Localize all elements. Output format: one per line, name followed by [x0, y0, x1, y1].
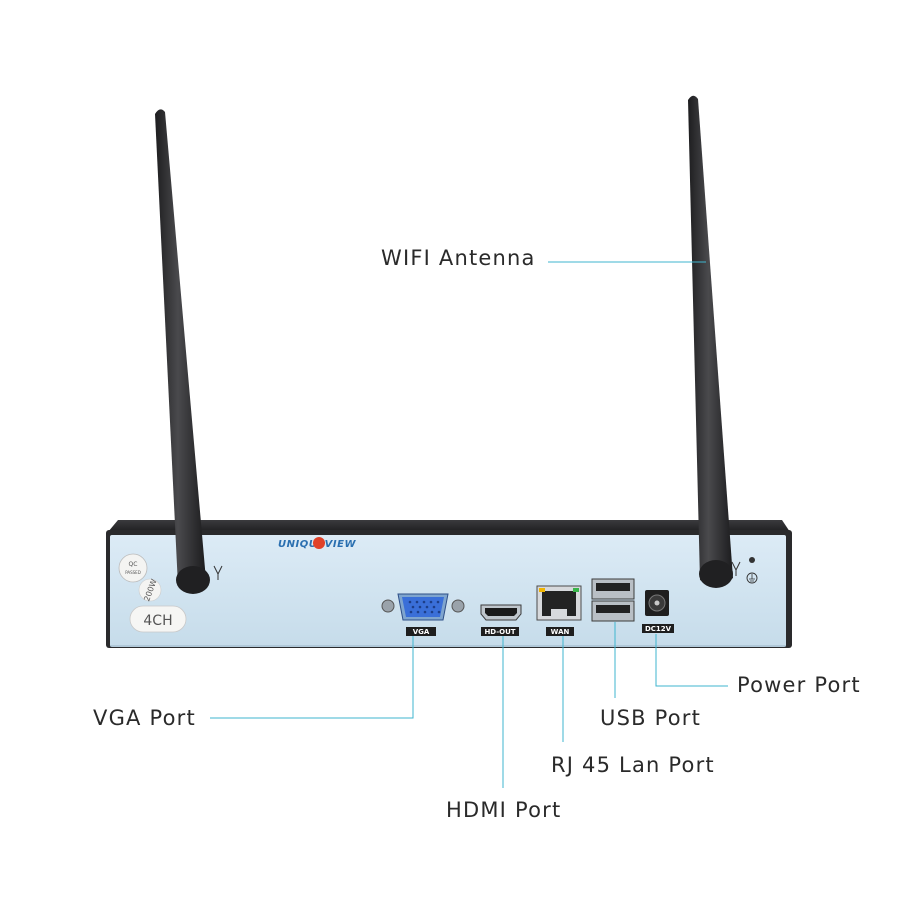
wan-port-label: WAN: [551, 628, 570, 636]
usb-ports: [591, 578, 635, 622]
power-port: DC12V: [642, 590, 674, 633]
brand-logo: UNIQUEVIEW: [278, 537, 356, 550]
antenna-symbol-right-icon: [731, 561, 741, 576]
rj45-port-callout: RJ 45 Lan Port: [551, 753, 715, 777]
wattage-sticker: 200W: [138, 578, 162, 603]
vga-port: VGA: [381, 593, 465, 636]
qc-sticker: QC PASSED: [118, 553, 148, 583]
vga-port-callout: VGA Port: [93, 706, 196, 730]
vga-leader-line: [210, 636, 414, 719]
hdmi-port: HD-OUT: [480, 604, 522, 636]
wifi-antenna-callout: WIFI Antenna: [381, 246, 536, 270]
hdmi-port-callout: HDMI Port: [446, 798, 562, 822]
rj45-port: WAN: [536, 585, 582, 636]
usb-port-callout: USB Port: [600, 706, 702, 730]
antenna-symbol-left-icon: [213, 565, 223, 580]
qc-label: QC: [129, 561, 138, 568]
chassis-top: [108, 520, 790, 532]
antenna-right: [688, 95, 733, 588]
qc-passed-label: PASSED: [125, 570, 141, 575]
power-port-callout: Power Port: [737, 673, 861, 697]
leader-lines: [210, 261, 728, 788]
dc-port-label: DC12V: [645, 625, 672, 633]
vga-port-label: VGA: [413, 628, 430, 636]
antenna-left: [155, 109, 210, 594]
power-leader-line: [655, 634, 728, 687]
hdmi-port-label: HD-OUT: [484, 628, 515, 636]
channel-label: 4CH: [143, 613, 172, 629]
channel-sticker: 4CH: [129, 605, 187, 633]
rear-panel: [110, 535, 786, 647]
ground-indicator-icon: [746, 557, 758, 584]
